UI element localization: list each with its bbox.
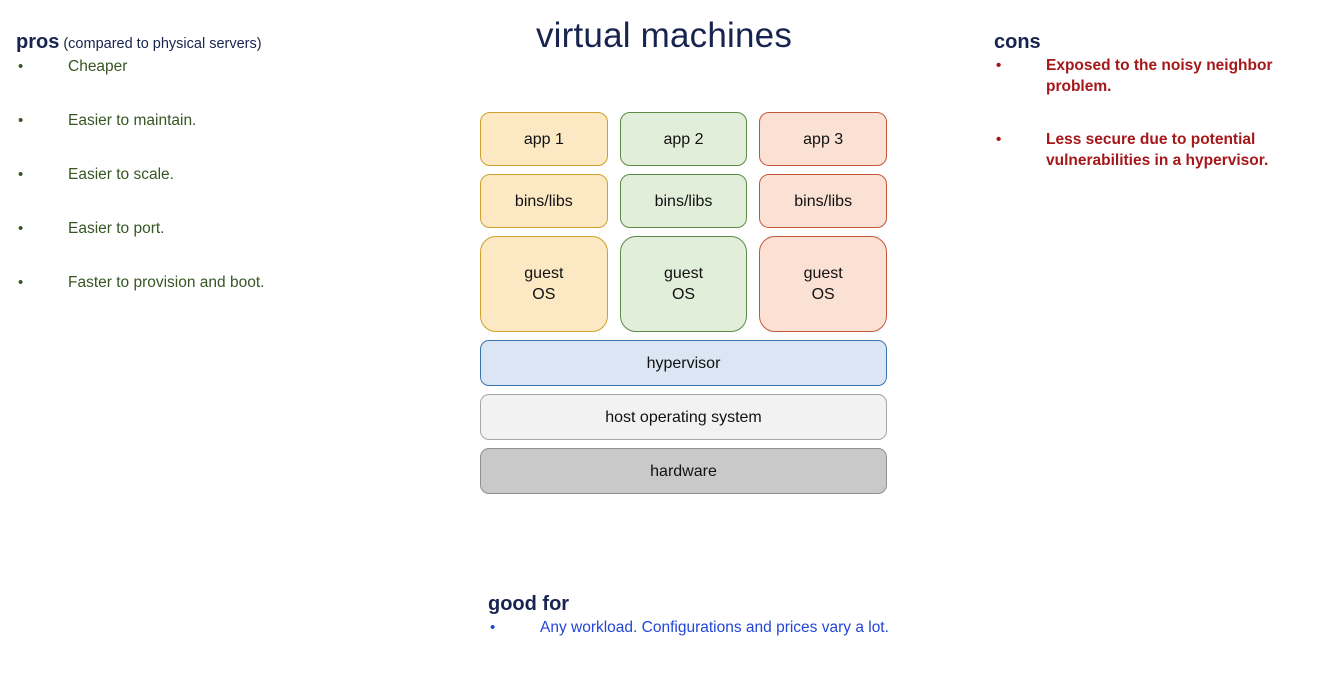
- good-for-panel: good for • Any workload. Configurations …: [488, 592, 1128, 638]
- bullet-icon: •: [996, 57, 1002, 74]
- app-row: app 1 app 2 app 3: [480, 112, 888, 166]
- bins-libs-box-2: bins/libs: [619, 174, 748, 228]
- guest-os-box-2: guest OS: [619, 236, 748, 332]
- vm-column-3: bins/libs: [759, 174, 888, 228]
- list-item: • Easier to scale.: [16, 164, 456, 185]
- hypervisor-band: hypervisor: [480, 340, 887, 386]
- vm-stack-diagram: app 1 app 2 app 3 bins/libs bins/libs bi…: [480, 112, 888, 502]
- list-item: • Cheaper: [16, 56, 456, 77]
- list-item: • Exposed to the noisy neighbor problem.: [994, 55, 1314, 97]
- vm-column-1: guest OS: [480, 236, 608, 332]
- good-for-heading-word: good for: [488, 593, 570, 615]
- list-item-label: Easier to port.: [68, 220, 165, 237]
- bins-libs-box-1: bins/libs: [480, 174, 608, 228]
- guest-os-box-1: guest OS: [480, 236, 608, 332]
- list-item: • Easier to port.: [16, 218, 456, 239]
- pros-heading: pros(compared to physical servers): [16, 30, 456, 56]
- list-item-label: Faster to provision and boot.: [68, 274, 265, 291]
- list-item-label: Easier to maintain.: [68, 112, 197, 129]
- list-item: • Easier to maintain.: [16, 110, 456, 131]
- guest-os-row: guest OS guest OS guest OS: [480, 236, 888, 332]
- bullet-icon: •: [18, 166, 24, 183]
- list-item-label: Less secure due to potential vulnerabili…: [1046, 131, 1269, 169]
- vm-column-2: bins/libs: [619, 174, 748, 228]
- bullet-icon: •: [18, 220, 24, 237]
- cons-list: • Exposed to the noisy neighbor problem.…: [994, 55, 1314, 171]
- vm-column-2: guest OS: [619, 236, 748, 332]
- cons-heading: cons: [994, 30, 1314, 55]
- bullet-icon: •: [996, 131, 1002, 148]
- vm-column-1: app 1: [480, 112, 608, 166]
- good-for-heading: good for: [488, 592, 1128, 617]
- bins-libs-box-3: bins/libs: [759, 174, 888, 228]
- list-item-label: Cheaper: [68, 58, 128, 75]
- pros-panel: pros(compared to physical servers) • Che…: [16, 30, 456, 326]
- app-box-2: app 2: [619, 112, 748, 166]
- list-item-label: Any workload. Configurations and prices …: [540, 619, 889, 636]
- pros-heading-subtitle: (compared to physical servers): [63, 36, 262, 52]
- list-item-label: Exposed to the noisy neighbor problem.: [1046, 57, 1273, 95]
- cons-panel: cons • Exposed to the noisy neighbor pro…: [994, 30, 1314, 203]
- cons-heading-word: cons: [994, 31, 1041, 53]
- pros-list: • Cheaper • Easier to maintain. • Easier…: [16, 56, 456, 293]
- bullet-icon: •: [18, 112, 24, 129]
- vm-column-3: app 3: [759, 112, 888, 166]
- app-box-3: app 3: [759, 112, 888, 166]
- vm-column-2: app 2: [619, 112, 748, 166]
- bullet-icon: •: [18, 58, 24, 75]
- hardware-box: hardware: [480, 448, 887, 494]
- host-operating-system-box: host operating system: [480, 394, 887, 440]
- list-item-label: Easier to scale.: [68, 166, 174, 183]
- bullet-icon: •: [490, 619, 496, 636]
- list-item: • Any workload. Configurations and price…: [488, 617, 1128, 638]
- vm-column-1: bins/libs: [480, 174, 608, 228]
- bins-libs-row: bins/libs bins/libs bins/libs: [480, 174, 888, 228]
- bullet-icon: •: [18, 274, 24, 291]
- good-for-list: • Any workload. Configurations and price…: [488, 617, 1128, 638]
- list-item: • Less secure due to potential vulnerabi…: [994, 129, 1314, 171]
- host-os-band: host operating system: [480, 394, 887, 440]
- vm-column-3: guest OS: [759, 236, 888, 332]
- list-item: • Faster to provision and boot.: [16, 272, 456, 293]
- pros-heading-word: pros: [16, 31, 60, 53]
- guest-os-box-3: guest OS: [759, 236, 888, 332]
- hardware-band: hardware: [480, 448, 887, 494]
- app-box-1: app 1: [480, 112, 608, 166]
- hypervisor-box: hypervisor: [480, 340, 887, 386]
- page-title: virtual machines: [535, 16, 793, 55]
